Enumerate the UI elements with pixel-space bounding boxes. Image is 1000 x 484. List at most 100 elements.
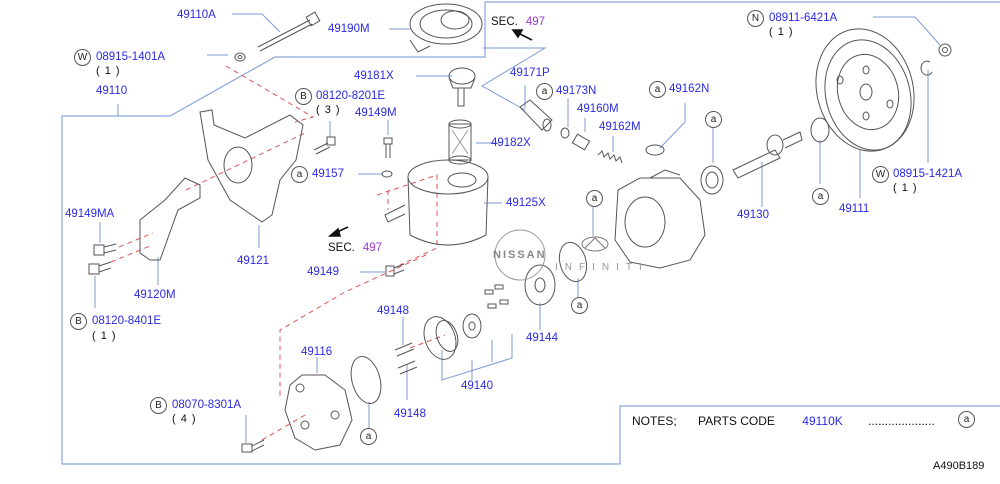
quantity-08911-6421A: ( 1 )	[769, 26, 794, 38]
part-label-49110[interactable]: 49110	[96, 85, 128, 97]
w-badge-icon: W	[872, 166, 889, 183]
cover-49116-drawing	[284, 374, 353, 451]
part-label-49162N[interactable]: 49162N	[669, 83, 710, 95]
a-badge-icon: a	[649, 81, 666, 98]
part-label-08120-8201E[interactable]: 08120-8201E	[316, 90, 386, 102]
part-label-49181X[interactable]: 49181X	[354, 70, 394, 82]
valve-49160M-drawing	[571, 133, 591, 151]
part-label-49149M[interactable]: 49149M	[355, 107, 397, 119]
quantity-08120-8401E: ( 1 )	[92, 330, 117, 342]
oring-49173N-drawing	[560, 127, 570, 139]
section-ref-top[interactable]: SEC. 497	[491, 16, 545, 28]
bolt-49149-drawing	[385, 263, 405, 277]
part-label-49120M[interactable]: 49120M	[134, 289, 176, 301]
part-label-08120-8401E[interactable]: 08120-8401E	[92, 315, 162, 327]
parts-code-label: PARTS CODE	[698, 414, 775, 428]
a-badge-icon: a	[536, 83, 553, 100]
part-label-49190M[interactable]: 49190M	[328, 23, 370, 35]
infiniti-logo-mark	[581, 236, 609, 252]
notes-dots: ....................	[868, 414, 935, 428]
section-label: SEC.	[491, 16, 518, 28]
shaft-49130-drawing	[732, 131, 803, 179]
pin-49148-drawings	[394, 342, 418, 375]
part-label-49121[interactable]: 49121	[237, 255, 269, 267]
reservoir-49125X-drawing	[384, 159, 489, 246]
part-drawings	[88, 3, 952, 453]
part-label-49171P[interactable]: 49171P	[510, 67, 550, 79]
part-label-49157[interactable]: 49157	[312, 168, 344, 180]
vanes-49140-drawing	[484, 284, 509, 309]
part-label-49149MA[interactable]: 49149MA	[65, 208, 115, 220]
part-label-49182X[interactable]: 49182X	[491, 137, 531, 149]
section-ref-left[interactable]: SEC. 497	[328, 242, 382, 254]
w-badge-icon: W	[74, 49, 91, 66]
spring-49162M-drawing	[597, 150, 623, 164]
nissan-logo: NISSAN	[493, 249, 547, 261]
oring-49162N-drawing	[645, 144, 665, 156]
pump-body-drawing	[614, 169, 706, 269]
part-label-49160M[interactable]: 49160M	[577, 103, 619, 115]
notes-parts-code[interactable]: 49110K	[802, 414, 843, 428]
bracket-49121-drawing	[199, 109, 304, 223]
part-label-08911-6421A[interactable]: 08911-6421A	[769, 12, 838, 24]
kit-marker-a-icon: a	[812, 188, 829, 205]
part-label-49125X[interactable]: 49125X	[506, 197, 546, 209]
notes-label: NOTES;	[632, 414, 677, 428]
strainer-49182X-drawing	[448, 119, 472, 165]
kit-marker-a-icon: a	[586, 190, 603, 207]
part-label-49148-upper[interactable]: 49148	[377, 305, 409, 317]
part-label-08915-1421A[interactable]: 08915-1421A	[893, 168, 963, 180]
part-label-49130[interactable]: 49130	[737, 209, 769, 221]
part-label-49148-lower[interactable]: 49148	[394, 408, 426, 420]
assembly-lines	[110, 65, 446, 441]
part-label-49140[interactable]: 49140	[461, 380, 493, 392]
section-number[interactable]: 497	[362, 242, 383, 254]
leader-lines	[94, 13, 941, 443]
plate-49144-drawing	[524, 264, 556, 306]
pulley-49111-drawing	[815, 28, 915, 152]
part-label-49149[interactable]: 49149	[307, 266, 339, 278]
section-label: SEC.	[328, 242, 355, 254]
kit-marker-a-icon: a	[571, 297, 588, 314]
kit-marker-a-icon: a	[705, 111, 722, 128]
section-number[interactable]: 497	[525, 16, 546, 28]
gasket-drawing	[558, 241, 588, 283]
seal-49190M-drawing	[409, 3, 483, 53]
notes-row: NOTES; PARTS CODE 49110K ...............…	[632, 414, 935, 428]
nissan-logo-ring	[494, 229, 546, 281]
washer-08915-1421A-drawing	[920, 60, 933, 76]
figure-id: A490B189	[933, 460, 985, 472]
bracket-49120M-drawing	[139, 177, 201, 261]
kit-marker-a-icon: a	[360, 428, 377, 445]
part-label-49116[interactable]: 49116	[301, 346, 333, 358]
part-label-49110A[interactable]: 49110A	[177, 9, 216, 21]
quantity-08915-1421A: ( 1 )	[893, 182, 918, 194]
washer-08915-1401A-drawing	[234, 52, 246, 62]
bolt-08120-8201E-drawing	[313, 136, 336, 155]
part-label-49144[interactable]: 49144	[526, 332, 558, 344]
section-arrows	[327, 29, 533, 237]
part-label-49173N[interactable]: 49173N	[556, 85, 597, 97]
cap-49181X-drawing	[448, 67, 476, 107]
bolt-08120-8401E-drawing	[88, 261, 112, 275]
n-badge-icon: N	[747, 10, 764, 27]
a-badge-icon: a	[291, 166, 308, 183]
cam-ring-49140-drawing	[423, 316, 459, 360]
part-label-49111[interactable]: 49111	[839, 203, 870, 215]
quantity-08120-8201E: ( 3 )	[316, 104, 341, 116]
oil-seal-drawing	[700, 165, 724, 195]
bolt-49110A-drawing	[257, 11, 321, 52]
snap-ring-drawing	[810, 117, 830, 143]
bolt-49149MA-drawing	[93, 243, 117, 256]
b-badge-icon: B	[70, 313, 87, 330]
part-label-49162M[interactable]: 49162M	[599, 121, 641, 133]
nut-08911-6421A-drawing	[938, 43, 952, 57]
cover-gasket-drawing	[350, 356, 382, 404]
quantity-08915-1401A: ( 1 )	[96, 65, 121, 77]
washer-49157-drawing	[381, 170, 393, 178]
quantity-08070-8301A: ( 4 )	[172, 413, 197, 425]
part-label-08070-8301A[interactable]: 08070-8301A	[172, 399, 242, 411]
infiniti-logo: INFINITI	[555, 262, 649, 273]
part-label-08915-1401A[interactable]: 08915-1401A	[96, 51, 166, 63]
